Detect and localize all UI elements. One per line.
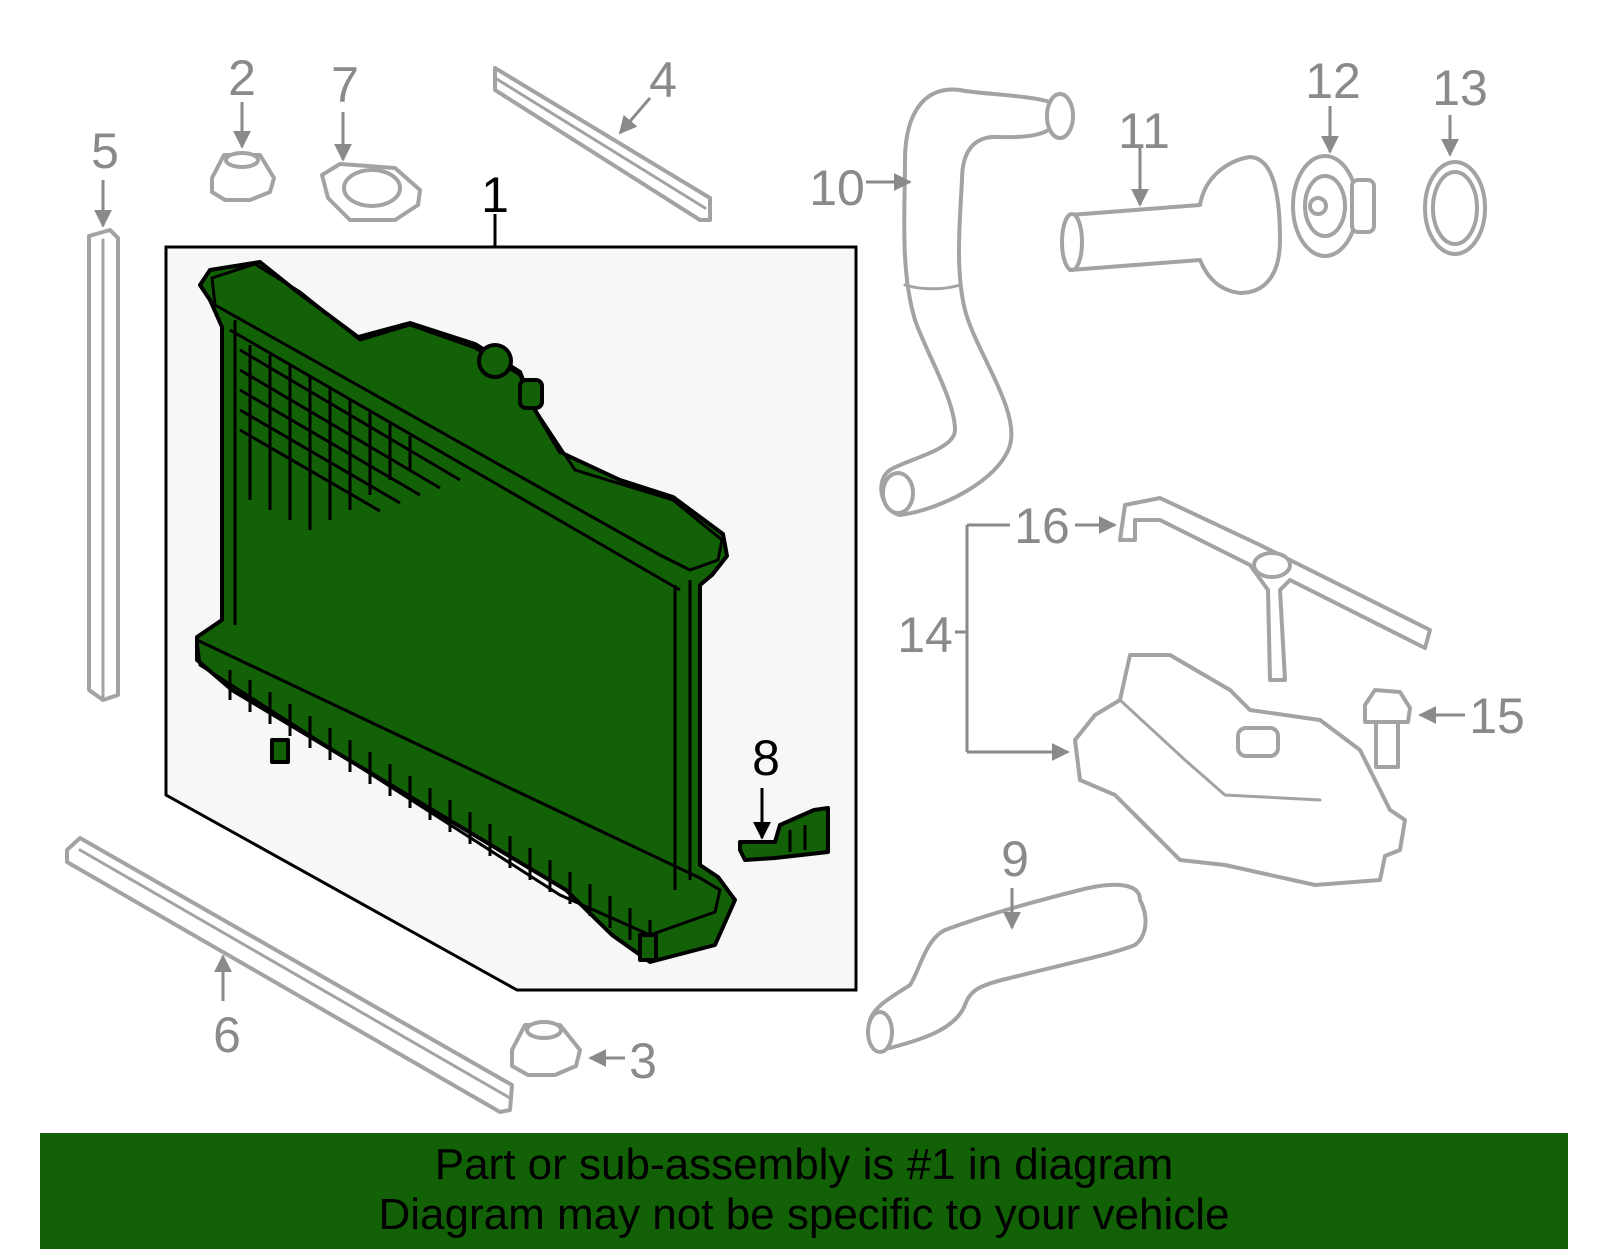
callout-5: 5 bbox=[91, 123, 119, 179]
upper-hose-part-10[interactable] bbox=[866, 87, 1075, 517]
grommet-part-3[interactable] bbox=[510, 1020, 625, 1077]
callout-7: 7 bbox=[331, 57, 359, 113]
callout-16: 16 bbox=[1014, 498, 1070, 554]
thermostat-part-12[interactable] bbox=[1291, 106, 1376, 258]
callout-1: 1 bbox=[481, 167, 509, 223]
callout-6: 6 bbox=[213, 1007, 241, 1063]
lower-hose-part-9[interactable] bbox=[866, 882, 1148, 1054]
banner-line-1: Part or sub-assembly is #1 in diagram bbox=[434, 1140, 1174, 1189]
info-banner: Part or sub-assembly is #1 in diagram Di… bbox=[40, 1133, 1568, 1249]
overflow-hose-part-16[interactable] bbox=[1075, 496, 1432, 682]
radiator-part-1[interactable] bbox=[195, 260, 737, 964]
bracket-part-8[interactable] bbox=[738, 788, 830, 862]
seal-part-5[interactable] bbox=[87, 180, 120, 702]
bolt-part-15[interactable] bbox=[1363, 688, 1465, 769]
reservoir-part-14[interactable] bbox=[955, 523, 1407, 887]
callout-11: 11 bbox=[1118, 103, 1170, 159]
callout-8: 8 bbox=[752, 730, 780, 786]
callout-3: 3 bbox=[629, 1033, 657, 1089]
callout-13: 13 bbox=[1432, 60, 1488, 116]
callout-2: 2 bbox=[228, 50, 256, 106]
seal-part-4[interactable] bbox=[493, 66, 712, 222]
callout-12: 12 bbox=[1305, 53, 1361, 109]
grommet-part-2[interactable] bbox=[210, 102, 276, 202]
callout-9: 9 bbox=[1001, 831, 1029, 887]
callout-15: 15 bbox=[1469, 688, 1525, 744]
callout-4: 4 bbox=[649, 52, 677, 108]
callout-10: 10 bbox=[809, 160, 865, 216]
radiator-cap-part-7[interactable] bbox=[320, 112, 422, 222]
gasket-part-13[interactable] bbox=[1423, 115, 1487, 256]
banner-line-2: Diagram may not be specific to your vehi… bbox=[378, 1190, 1230, 1239]
seal-part-6[interactable] bbox=[65, 836, 514, 1114]
water-inlet-part-11[interactable] bbox=[1060, 148, 1282, 295]
callout-14: 14 bbox=[897, 607, 953, 663]
